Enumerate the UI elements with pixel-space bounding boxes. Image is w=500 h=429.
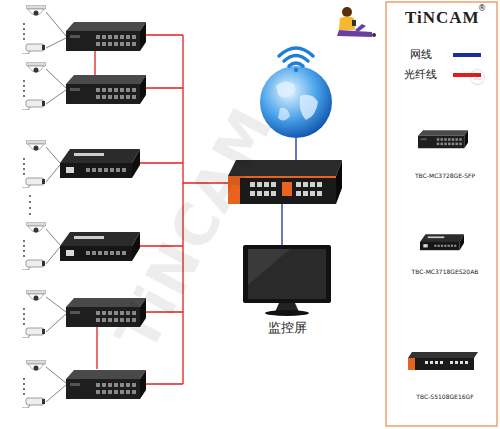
brand-logo: TiNCAM [405, 9, 480, 26]
product-image: TBC-MC3728GE-SFP [396, 126, 494, 180]
node-caption: TBC-MC3728GE-SFP [396, 173, 494, 180]
monitor-screen: 监控屏 [238, 243, 336, 335]
legend-text: 光纤线 [404, 69, 437, 80]
legend-text: 网线 [410, 49, 432, 60]
watermark-mark: ® [466, 66, 488, 88]
watermark: TiNCAM [107, 98, 283, 359]
product-image: TBC-S5108GE16GF [396, 349, 494, 401]
node-caption: TBC-S5108GE16GF [396, 394, 494, 401]
node-caption: 监控屏 [238, 321, 336, 335]
product-image: TBC-MC3718GES20AB [396, 230, 494, 276]
node-caption: TBC-MC3718GES20AB [396, 269, 494, 276]
registered-mark: ® [478, 5, 486, 13]
